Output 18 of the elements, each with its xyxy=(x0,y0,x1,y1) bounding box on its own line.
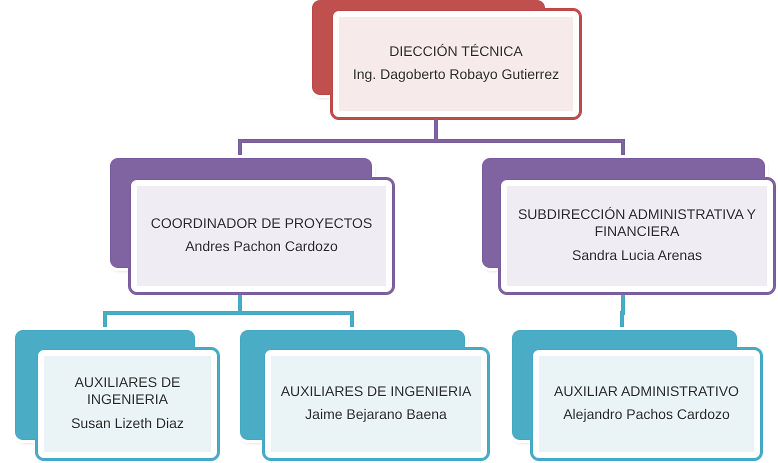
person-name: Alejandro Pachos Cardozo xyxy=(563,406,730,424)
org-chart-box xyxy=(15,330,220,461)
org-chart-box xyxy=(240,330,490,461)
role-title: COORDINADOR DE PROYECTOS xyxy=(150,214,372,232)
person-name: Ing. Dagoberto Robayo Gutierrez xyxy=(352,66,560,84)
person-name: Andres Pachon Cardozo xyxy=(185,238,338,256)
person-name: Susan Lizeth Diaz xyxy=(71,414,184,432)
role-title: AUXILIAR ADMINISTRATIVO xyxy=(554,382,739,400)
org-chart-box xyxy=(110,158,395,295)
person-name: Jaime Bejarano Baena xyxy=(305,406,447,424)
role-title: AUXILIARES DE INGENIERIA xyxy=(74,374,182,409)
org-chart-box xyxy=(482,158,776,295)
role-title: DIECCIÓN TÉCNICA xyxy=(389,42,523,60)
person-name: Sandra Lucia Arenas xyxy=(572,246,702,264)
role-title: AUXILIARES DE INGENIERIA xyxy=(280,382,472,400)
org-chart-box xyxy=(512,330,763,461)
connector-line xyxy=(620,295,625,330)
role-title: SUBDIRECCIÓN ADMINISTRATIVA Y FINANCIERA xyxy=(516,206,758,241)
